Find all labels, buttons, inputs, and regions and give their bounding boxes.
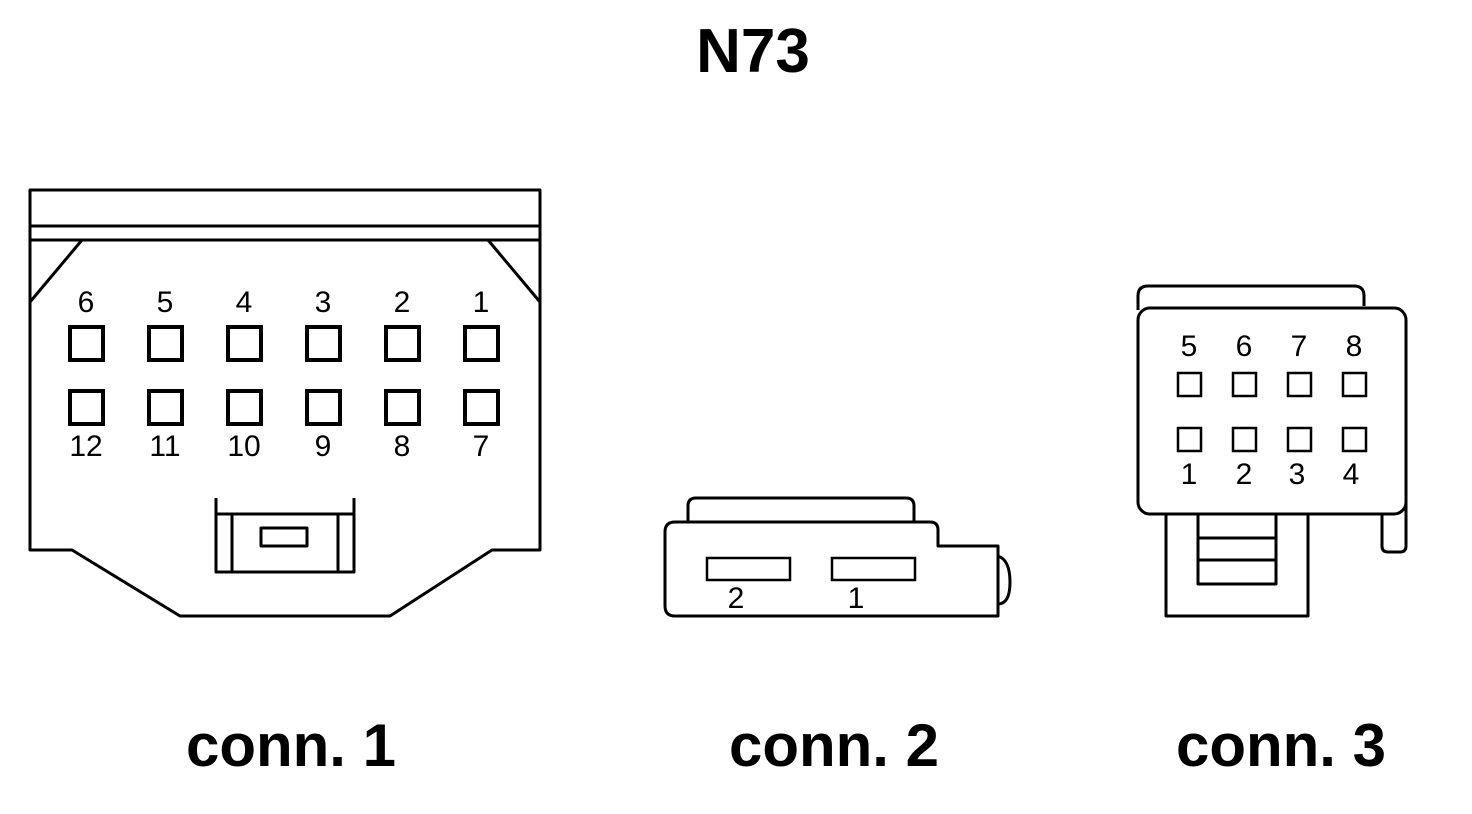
connector-3-housing — [1136, 284, 1408, 618]
connector-1-pin-label: 9 — [315, 430, 332, 463]
connector-1-pin-7 — [463, 389, 500, 426]
connector-1-pin-label: 4 — [236, 286, 253, 319]
connector-1-pin-4 — [226, 325, 263, 362]
connector-2-pin-1 — [830, 556, 917, 582]
connector-1-pin-12 — [68, 389, 105, 426]
connector-1-pin-label: 2 — [394, 286, 411, 319]
connector-3-pin-label: 5 — [1181, 330, 1198, 363]
connector-1-pin-3 — [305, 325, 342, 362]
connector-1-pin-10 — [226, 389, 263, 426]
connector-1-pin-1 — [463, 325, 500, 362]
connector-1-pin-row-bottom: 12 11 10 9 8 7 — [68, 389, 500, 463]
connector-3-pin-1 — [1176, 426, 1203, 453]
connector-3-pin-4 — [1341, 426, 1368, 453]
connector-3-pin-8 — [1341, 371, 1368, 398]
connector-1-pin-label: 5 — [157, 286, 174, 319]
connector-1-pin-label: 12 — [69, 430, 102, 463]
connector-1: 6 5 4 3 2 1 12 11 10 9 8 7 conn. 1 — [28, 188, 542, 779]
connector-1-pin-8 — [384, 389, 421, 426]
connector-1-pin-label: 6 — [78, 286, 95, 319]
connector-1-pin-label: 10 — [227, 430, 260, 463]
connector-1-pin-label: 1 — [473, 286, 490, 319]
connector-1-pin-label: 8 — [394, 430, 411, 463]
connector-3-pin-6 — [1231, 371, 1258, 398]
connector-2-housing — [663, 496, 1012, 618]
connector-1-pin-11 — [147, 389, 184, 426]
connector-2: 2 1 conn. 2 — [663, 496, 1012, 779]
connector-1-pin-label: 3 — [315, 286, 332, 319]
connector-2-caption: conn. 2 — [729, 712, 939, 779]
connector-3-pin-label: 8 — [1346, 330, 1363, 363]
connector-1-pin-6 — [68, 325, 105, 362]
connector-2-pin-label: 2 — [728, 582, 745, 615]
connector-3: 5 6 7 8 1 2 3 4 conn. 3 — [1136, 284, 1408, 779]
connector-3-pin-label: 4 — [1343, 458, 1360, 491]
connector-3-pin-7 — [1286, 371, 1313, 398]
connector-3-pin-label: 3 — [1289, 458, 1306, 491]
connector-2-pin-2 — [705, 556, 792, 582]
connector-1-pin-row-top: 6 5 4 3 2 1 — [68, 286, 500, 362]
connector-1-pin-label: 11 — [149, 430, 180, 463]
connector-1-pin-label: 7 — [473, 430, 490, 463]
connector-3-caption: conn. 3 — [1176, 712, 1386, 779]
connector-1-caption: conn. 1 — [186, 712, 396, 779]
connector-3-pin-5 — [1176, 371, 1203, 398]
connector-3-pin-label: 2 — [1236, 458, 1253, 491]
diagram-title: N73 — [696, 17, 810, 86]
connector-3-pin-label: 7 — [1291, 330, 1308, 363]
connector-1-housing — [28, 188, 542, 618]
connector-3-pin-row-bottom: 1 2 3 4 — [1176, 426, 1368, 491]
connector-3-pin-row-top: 5 6 7 8 — [1176, 330, 1368, 398]
connector-1-pin-2 — [384, 325, 421, 362]
connector-3-pin-3 — [1286, 426, 1313, 453]
connector-2-pin-label: 1 — [848, 582, 865, 615]
connector-1-pin-9 — [305, 389, 342, 426]
connector-1-pin-5 — [147, 325, 184, 362]
connector-3-pin-label: 6 — [1236, 330, 1253, 363]
connector-3-pin-2 — [1231, 426, 1258, 453]
connector-3-pin-label: 1 — [1181, 458, 1198, 491]
